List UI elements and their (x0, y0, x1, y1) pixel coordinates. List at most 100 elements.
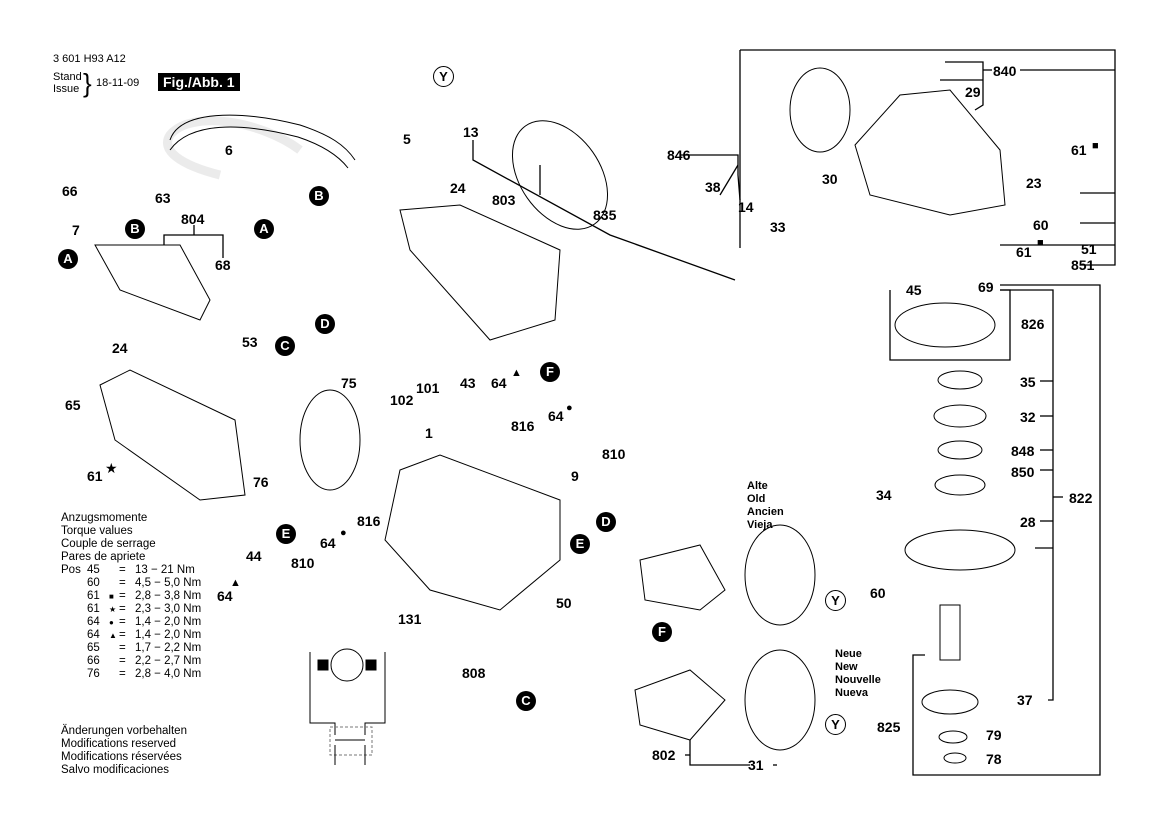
part-label-75[interactable]: 75 (341, 375, 357, 391)
part-label-846[interactable]: 846 (667, 147, 691, 163)
part-label-61-mid[interactable]: 61 (1016, 244, 1032, 260)
part-label-808[interactable]: 808 (462, 665, 486, 681)
part-label-60-top[interactable]: 60 (1033, 217, 1049, 233)
part-label-825[interactable]: 825 (877, 719, 901, 735)
torque-equals: = (119, 668, 126, 680)
part-label-69[interactable]: 69 (978, 279, 994, 295)
part-label-35[interactable]: 35 (1020, 374, 1036, 390)
part-label-802[interactable]: 802 (652, 747, 676, 763)
part-label-1[interactable]: 1 (425, 425, 433, 441)
torque-value: 2,8 − 3,8 Nm (135, 590, 202, 602)
part-label-14[interactable]: 14 (738, 199, 754, 215)
part-label-803[interactable]: 803 (492, 192, 516, 208)
part-label-7[interactable]: 7 (72, 222, 80, 238)
part-label-78[interactable]: 78 (986, 751, 1002, 767)
torque-symbol: ■ (109, 592, 114, 601)
connector-f-field[interactable]: F (652, 622, 672, 642)
torque-title-de: Anzugsmomente (61, 512, 148, 524)
part-label-29[interactable]: 29 (965, 84, 981, 100)
part-label-31[interactable]: 31 (748, 757, 764, 773)
part-label-840[interactable]: 840 (993, 63, 1017, 79)
part-label-51[interactable]: 51 (1081, 241, 1097, 257)
part-label-804[interactable]: 804 (181, 211, 205, 227)
part-label-30[interactable]: 30 (822, 171, 838, 187)
part-label-32[interactable]: 32 (1020, 409, 1036, 425)
part-label-63[interactable]: 63 (155, 190, 171, 206)
part-label-64-triangle-bottom[interactable]: 64 (217, 588, 233, 604)
connector-d-switch[interactable]: D (315, 314, 335, 334)
part-label-816-top[interactable]: 816 (511, 418, 535, 434)
part-label-60-bottom[interactable]: 60 (870, 585, 886, 601)
part-label-79[interactable]: 79 (986, 727, 1002, 743)
part-label-53[interactable]: 53 (242, 334, 258, 350)
part-label-64-circle-top[interactable]: 64 (548, 408, 564, 424)
old-label-es: Vieja (747, 519, 773, 531)
part-label-45[interactable]: 45 (906, 282, 922, 298)
part-label-43[interactable]: 43 (460, 375, 476, 391)
part-label-851[interactable]: 851 (1071, 257, 1095, 273)
part-label-61-top[interactable]: 61 (1071, 142, 1087, 158)
connector-c-field[interactable]: C (516, 691, 536, 711)
torque-pos-label (61, 668, 87, 681)
bevel-gear-826 (894, 302, 996, 348)
connector-e-field[interactable]: E (570, 534, 590, 554)
torque-equals: = (119, 564, 126, 576)
part-label-810-top[interactable]: 810 (602, 446, 626, 462)
part-label-33[interactable]: 33 (770, 219, 786, 235)
torque-equals: = (119, 603, 126, 615)
part-label-848[interactable]: 848 (1011, 443, 1035, 459)
part-label-44[interactable]: 44 (246, 548, 262, 564)
part-label-38[interactable]: 38 (705, 179, 721, 195)
part-label-822[interactable]: 822 (1069, 490, 1093, 506)
part-label-76[interactable]: 76 (253, 474, 269, 490)
part-label-9[interactable]: 9 (571, 468, 579, 484)
part-label-65[interactable]: 65 (65, 397, 81, 413)
part-label-5[interactable]: 5 (403, 131, 411, 147)
connector-d-field[interactable]: D (596, 512, 616, 532)
part-label-64-triangle-top[interactable]: 64 (491, 375, 507, 391)
connector-y-baffle-old[interactable]: Y (825, 590, 846, 611)
motor-housing-outline (384, 454, 561, 611)
part-label-34[interactable]: 34 (876, 487, 892, 503)
old-version-label: Alte Old Ancien Vieja (747, 480, 784, 532)
part-label-68[interactable]: 68 (215, 257, 231, 273)
part-label-50[interactable]: 50 (556, 595, 572, 611)
connector-b-switch[interactable]: B (125, 219, 145, 239)
connector-e-brush[interactable]: E (276, 524, 296, 544)
part-label-810-bottom[interactable]: 810 (291, 555, 315, 571)
torque-row: 61★=2,3 − 3,0 Nm (61, 603, 201, 616)
part-label-28[interactable]: 28 (1020, 514, 1036, 530)
part-label-13[interactable]: 13 (463, 124, 479, 140)
part-label-816-bottom[interactable]: 816 (357, 513, 381, 529)
part-label-24-aux-handle[interactable]: 24 (112, 340, 128, 356)
part-label-37[interactable]: 37 (1017, 692, 1033, 708)
connector-f-brush[interactable]: F (540, 362, 560, 382)
connector-c-switch[interactable]: C (275, 336, 295, 356)
part-label-61-star[interactable]: 61 (87, 468, 103, 484)
triangle-symbol: ▲ (511, 367, 522, 379)
torque-symbol (109, 655, 119, 668)
connector-y-baffle-new[interactable]: Y (825, 714, 846, 735)
torque-symbol: ● (109, 618, 114, 627)
torque-values-table: Anzugsmomente Torque values Couple de se… (61, 512, 201, 681)
part-label-24-rear-handle[interactable]: 24 (450, 180, 466, 196)
torque-pos-label (61, 603, 87, 616)
part-label-66[interactable]: 66 (62, 183, 78, 199)
torque-value: 1,7 − 2,2 Nm (135, 642, 202, 654)
part-label-101[interactable]: 101 (416, 380, 440, 396)
part-label-102[interactable]: 102 (390, 392, 414, 408)
part-label-23[interactable]: 23 (1026, 175, 1042, 191)
torque-row: 76=2,8 − 4,0 Nm (61, 668, 201, 681)
connector-b-cord[interactable]: B (309, 186, 329, 206)
part-label-826[interactable]: 826 (1021, 316, 1045, 332)
connector-a-switch[interactable]: A (58, 249, 78, 269)
part-label-64-circle-bottom[interactable]: 64 (320, 535, 336, 551)
part-label-131[interactable]: 131 (398, 611, 422, 627)
connector-a-cord[interactable]: A (254, 219, 274, 239)
torque-pos-label (61, 642, 87, 655)
part-label-835[interactable]: 835 (593, 207, 617, 223)
part-label-6[interactable]: 6 (225, 142, 233, 158)
old-label-fr: Ancien (747, 506, 784, 518)
connector-y-bearing[interactable]: Y (433, 66, 454, 87)
part-label-850[interactable]: 850 (1011, 464, 1035, 480)
